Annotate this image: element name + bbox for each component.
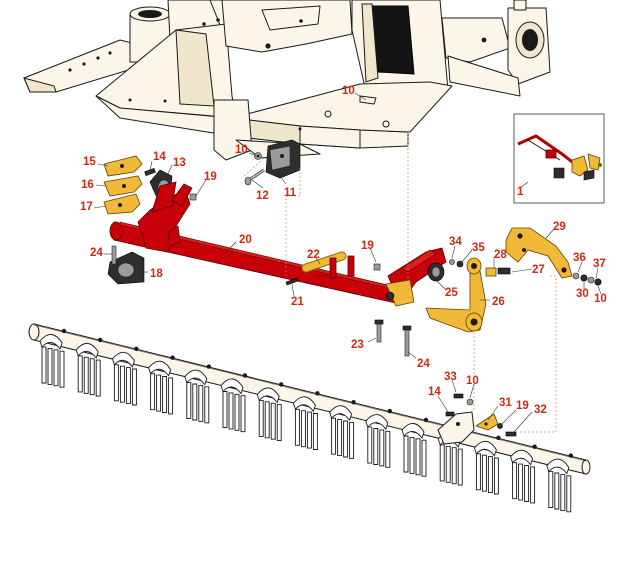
tine-set — [546, 453, 573, 513]
tine-set — [148, 355, 175, 415]
left-brackets — [103, 155, 197, 215]
tine-set — [401, 417, 429, 477]
tine-set — [256, 382, 284, 442]
callout-14-left: 14 — [153, 151, 166, 163]
tine-set — [365, 408, 392, 468]
callout-24-left: 24 — [90, 247, 103, 259]
crank-arms — [425, 227, 602, 333]
callout-30: 30 — [576, 288, 589, 300]
callout-37: 37 — [593, 258, 606, 270]
inset-overview-frame — [513, 113, 605, 204]
callout-10-bracket: 10 — [235, 144, 248, 156]
callout-35: 35 — [472, 242, 485, 254]
callout-11: 11 — [284, 187, 297, 199]
callout-28: 28 — [494, 249, 507, 261]
main-shaft — [107, 181, 447, 357]
callout-34: 34 — [449, 236, 462, 248]
callout-27: 27 — [532, 264, 545, 276]
machine-frame — [23, 0, 551, 161]
callout-19-bar: 19 — [516, 400, 529, 412]
callout-21: 21 — [291, 296, 304, 308]
alignment-lines — [243, 132, 557, 433]
callout-33: 33 — [444, 371, 457, 383]
callout-labels: 1 10 10 11 12 13 14 15 16 17 18 19 19 20… — [80, 85, 607, 416]
callout-16: 16 — [81, 179, 94, 191]
callout-29: 29 — [553, 221, 566, 233]
callout-12: 12 — [256, 190, 269, 202]
torsion-spring — [301, 251, 355, 279]
callout-25: 25 — [445, 287, 458, 299]
tine-set — [111, 346, 139, 406]
callout-10-right: 10 — [594, 293, 607, 305]
tine-set — [329, 400, 356, 459]
mount-bracket — [244, 139, 301, 186]
tine-set — [184, 364, 211, 424]
callout-18: 18 — [150, 268, 163, 280]
tine-bar — [28, 323, 591, 513]
tine-set — [473, 435, 501, 495]
tine-set — [292, 391, 320, 450]
callout-31: 31 — [499, 397, 512, 409]
tine-bar-hardware — [437, 393, 517, 445]
callout-32: 32 — [534, 404, 547, 416]
callout-26: 26 — [492, 296, 505, 308]
callout-36: 36 — [573, 252, 586, 264]
callout-23: 23 — [351, 339, 364, 351]
callout-17: 17 — [80, 201, 93, 213]
callout-19-left: 19 — [204, 171, 217, 183]
tine-set — [220, 373, 248, 433]
callout-10-frame: 10 — [342, 85, 355, 97]
callout-24-bottom: 24 — [417, 358, 430, 370]
callout-1: 1 — [517, 186, 524, 198]
callout-22: 22 — [307, 249, 320, 261]
callout-10-bar: 10 — [466, 375, 479, 387]
callout-13: 13 — [173, 157, 186, 169]
callout-15: 15 — [83, 156, 96, 168]
tine-set — [510, 444, 537, 504]
leader-lines — [93, 92, 602, 433]
callout-14-bar: 14 — [428, 386, 441, 398]
callout-20: 20 — [239, 234, 252, 246]
tine-set — [39, 328, 67, 388]
tine-set — [75, 337, 103, 397]
callout-19-right: 19 — [361, 240, 374, 252]
